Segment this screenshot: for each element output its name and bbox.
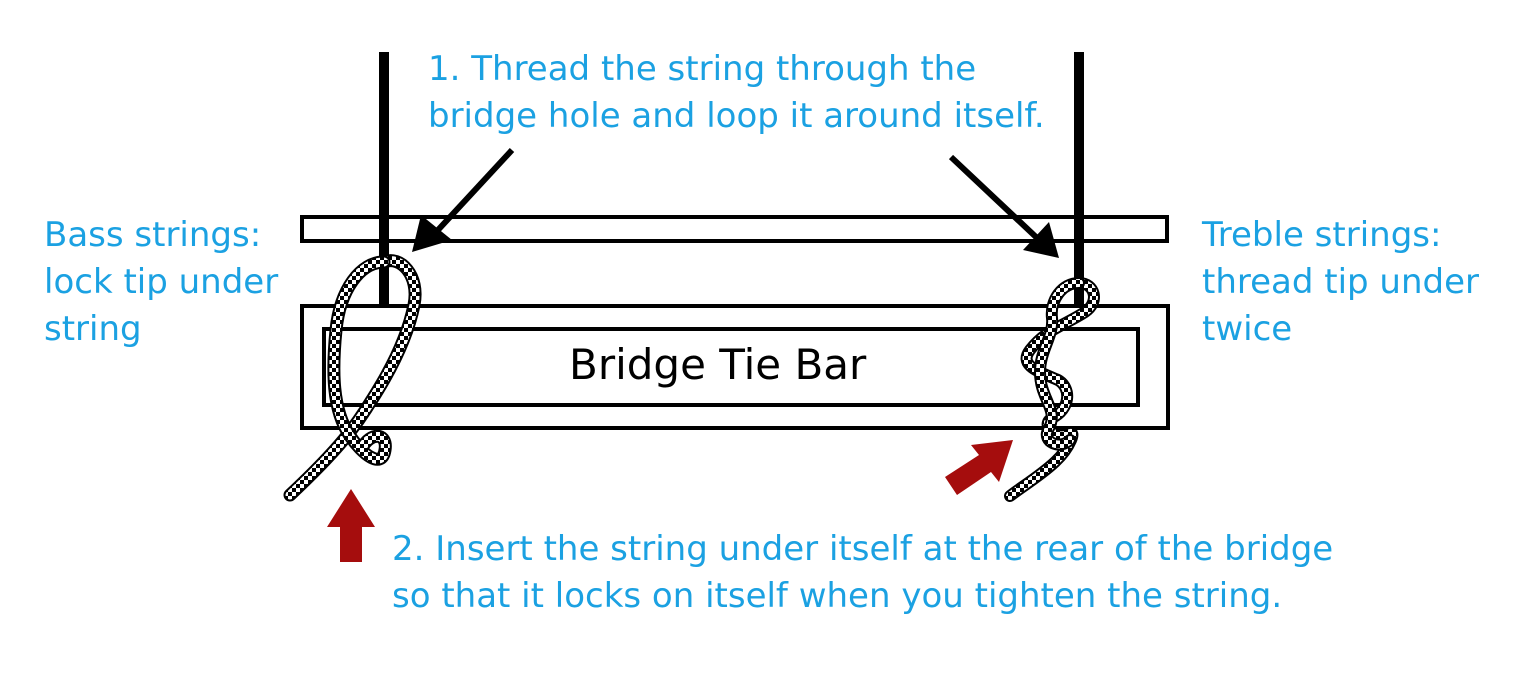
- treble-line2: thread tip under: [1202, 262, 1479, 302]
- bass-line1: Bass strings:: [44, 215, 262, 255]
- treble-line1: Treble strings:: [1202, 215, 1442, 255]
- step2-instruction: 2. Insert the string under itself at the…: [392, 526, 1333, 620]
- red-arrow-up: [327, 489, 375, 562]
- step1-line1: 1. Thread the string through the: [428, 49, 977, 89]
- bass-line3: string: [44, 309, 142, 349]
- bass-line2: lock tip under: [44, 262, 279, 302]
- tie-bar-label: Bridge Tie Bar: [569, 340, 867, 389]
- tie-bar-outer: [300, 304, 1170, 430]
- bass-strings-note: Bass strings: lock tip under string: [44, 212, 278, 353]
- tie-bar-inner: [322, 327, 1140, 407]
- treble-line3: twice: [1202, 309, 1293, 349]
- step1-line2: bridge hole and loop it around itself.: [428, 96, 1045, 136]
- treble-strings-note: Treble strings: thread tip under twice: [1202, 212, 1479, 353]
- bass-knot: [283, 254, 422, 502]
- treble-knot: [1004, 277, 1100, 502]
- step2-line2: so that it locks on itself when you tigh…: [392, 576, 1283, 616]
- red-arrow-diagonal: [945, 440, 1013, 495]
- pointer-arrow-left: [412, 147, 515, 252]
- step2-line1: 2. Insert the string under itself at the…: [392, 529, 1334, 569]
- bridge-saddle-bar: [300, 215, 1169, 243]
- pointer-arrow-right: [948, 154, 1059, 258]
- step1-instruction: 1. Thread the string through the bridge …: [428, 46, 1045, 140]
